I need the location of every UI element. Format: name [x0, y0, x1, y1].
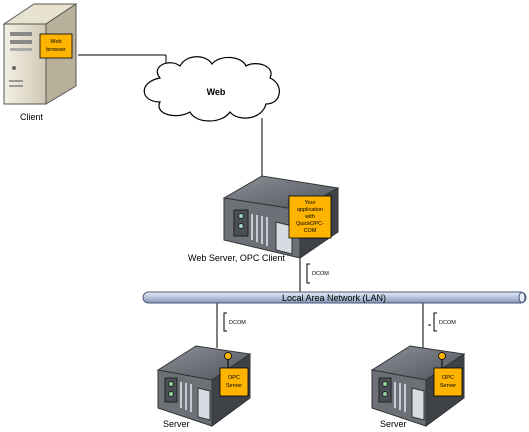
badge-line: COM — [304, 228, 317, 234]
badge-line: Your — [304, 200, 315, 206]
dcom-marker-right: DCOM — [428, 312, 456, 332]
connection-lines — [78, 54, 424, 348]
lan-bus: Local Area Network (LAN) — [142, 291, 527, 304]
badge-line: Server — [226, 383, 242, 389]
quickopc-badge: Your application with QuickOPC- COM — [288, 195, 332, 239]
badge-line: OPC — [228, 375, 240, 381]
badge-line: browser — [46, 47, 66, 53]
badge-line: application — [297, 207, 323, 213]
web-server: Your application with QuickOPC- COM Web … — [188, 175, 340, 263]
opc-server-right: OPC Server Server — [370, 345, 466, 429]
badge-line: OPC — [442, 375, 454, 381]
client-label: Client — [20, 112, 44, 122]
server-label: Server — [163, 419, 190, 429]
dcom-marker-top: DCOM — [306, 263, 329, 284]
web-server-label: Web Server, OPC Client — [188, 253, 285, 263]
web-label: Web — [207, 87, 226, 97]
badge-line: with — [304, 214, 315, 220]
web-browser-badge: Web browser — [39, 33, 73, 59]
badge-line: Web — [50, 39, 61, 45]
opc-server-badge: OPC Server — [219, 367, 249, 397]
web-cloud: Web — [143, 56, 280, 122]
badge-line: QuickOPC- — [296, 221, 324, 227]
server-label: Server — [380, 419, 407, 429]
dcom-label: DCOM — [312, 271, 329, 277]
client-pc: Web browser Client — [2, 3, 78, 122]
dcom-marker-left: DCOM — [223, 312, 246, 332]
opc-server-left: OPC Server Server — [156, 345, 252, 429]
dcom-label: DCOM — [439, 320, 456, 326]
opc-server-badge: OPC Server — [433, 367, 463, 397]
dcom-label: DCOM — [229, 320, 246, 326]
lan-label: Local Area Network (LAN) — [282, 293, 386, 303]
badge-line: Server — [440, 383, 456, 389]
